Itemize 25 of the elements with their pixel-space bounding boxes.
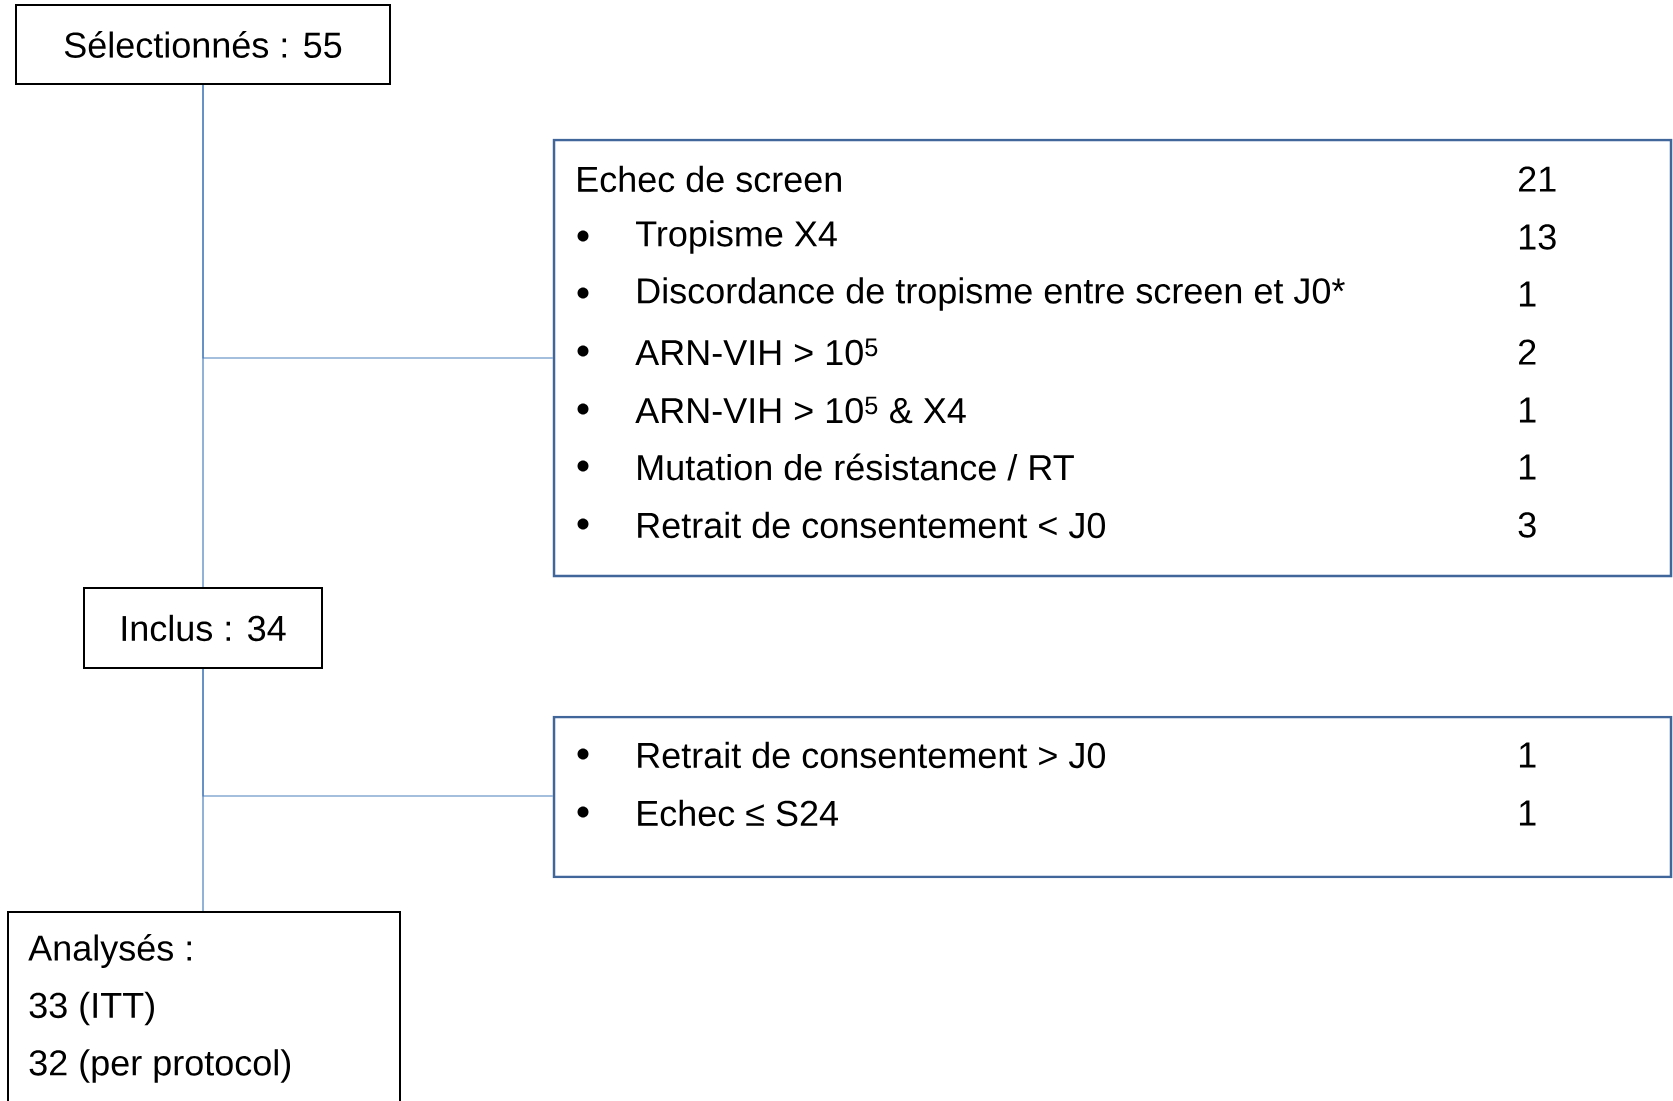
count: 13 <box>1519 224 1556 250</box>
list-item: ARN-VIH > 10$^{5}$ <box>635 338 878 366</box>
list-item: Retrait de consentement < J0 <box>638 511 1105 539</box>
count: 1 <box>1519 742 1536 768</box>
process-box: Inclus : 34 <box>83 587 323 669</box>
heading: Echec de screen <box>578 165 841 193</box>
exclusion-box <box>552 715 1673 879</box>
count: 2 <box>1519 339 1536 365</box>
connector-line <box>202 668 554 797</box>
count: 1 <box>1519 800 1536 826</box>
process-box: Sélectionnés : 55 <box>15 4 391 85</box>
connector-line <box>202 84 554 359</box>
count: 21 <box>1519 166 1556 192</box>
list-item: Tropisme X4 <box>636 220 837 254</box>
count: 3 <box>1518 512 1536 538</box>
count: 1 <box>1519 397 1536 423</box>
exclusion-box <box>552 138 1673 578</box>
list-item: Retrait de consentement > J0 <box>638 741 1105 769</box>
process-box: Analysés : 33 (ITT) 32 (per protocol) <box>7 911 401 1101</box>
count: 1 <box>1519 281 1536 307</box>
list-item: Echec ≤ S24 <box>638 799 838 827</box>
list-item: Discordance de tropisme entre screen et J0* <box>638 277 1345 311</box>
count: 1 <box>1519 454 1536 480</box>
list-item: ARN-VIH > 10$^{5}$ & X4 <box>635 396 966 424</box>
list-item: Mutation de résistance / RT <box>638 453 1074 481</box>
